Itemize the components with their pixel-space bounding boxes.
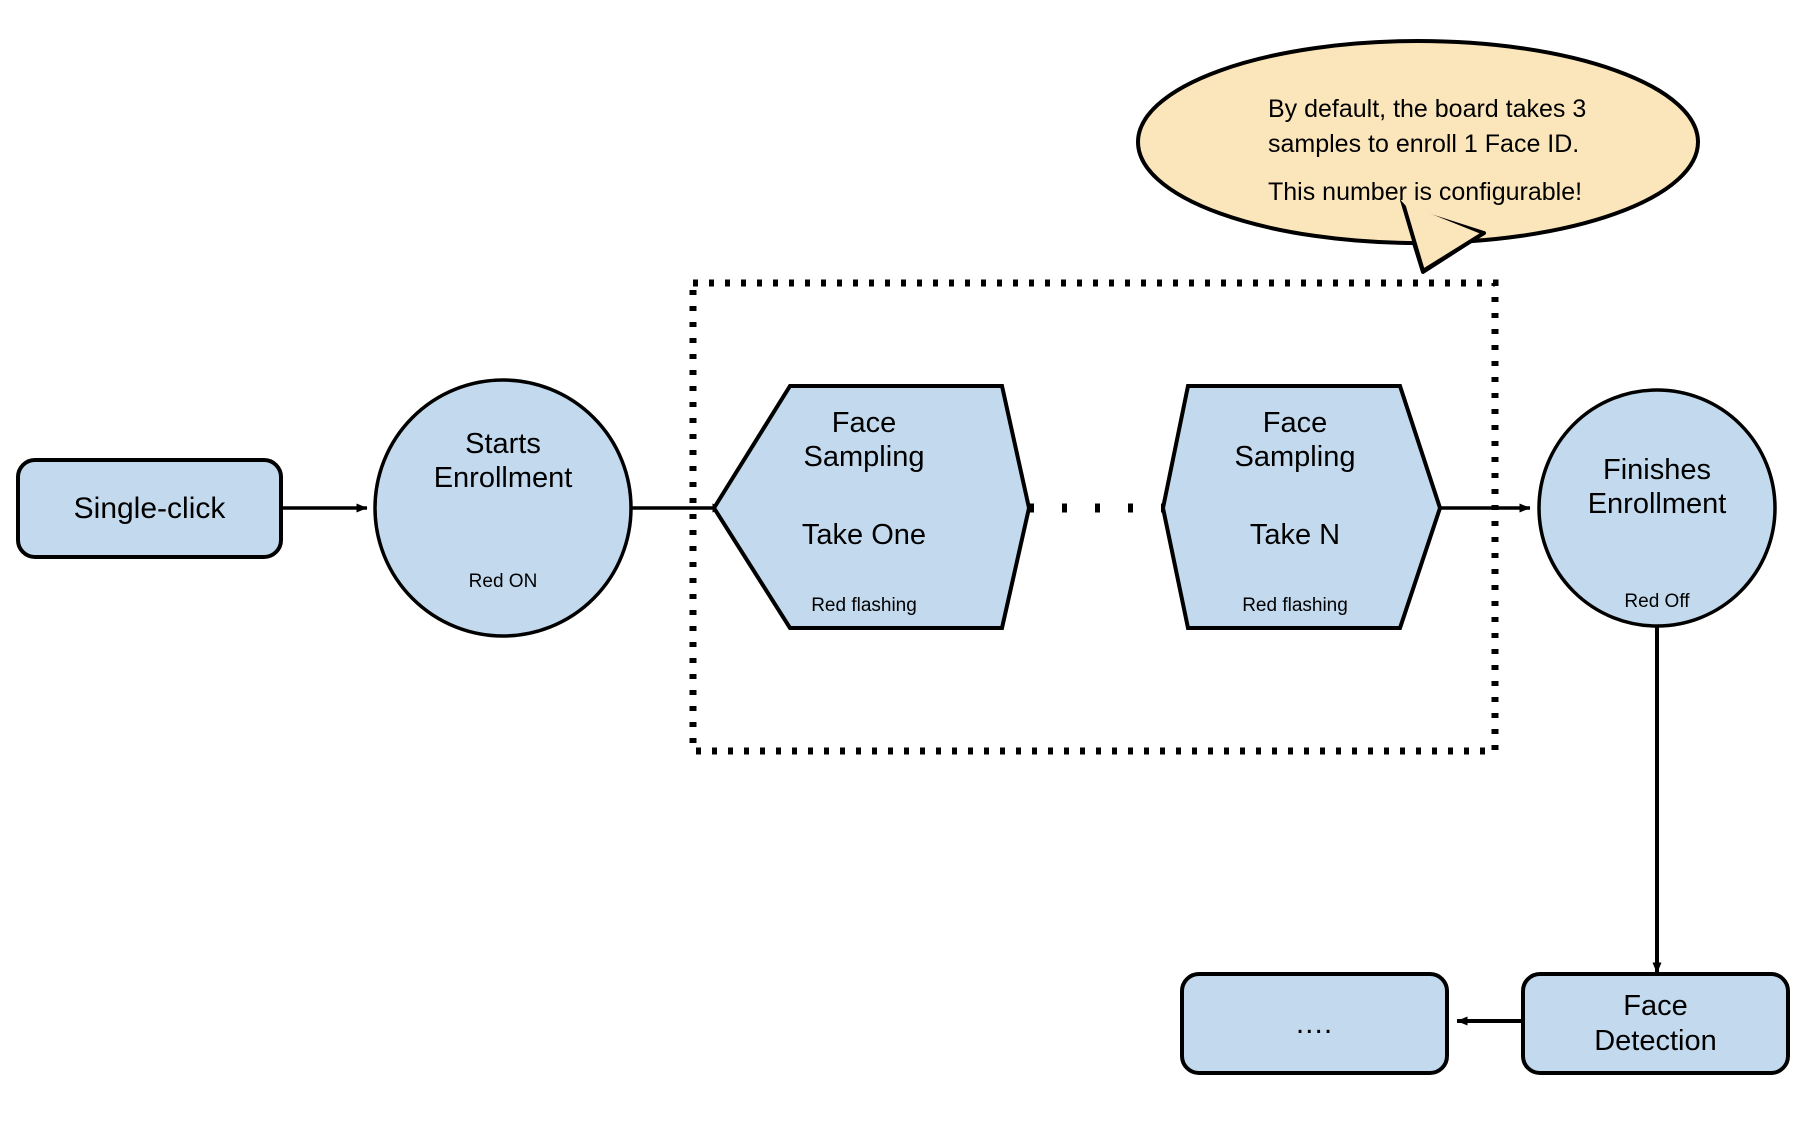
node-face-sampling-n-shape[interactable] [1160,384,1443,630]
node-more-steps-shape[interactable] [1180,972,1449,1075]
node-face-sampling-one-shape[interactable] [711,384,1032,630]
sampling-group-box [689,279,1499,755]
node-starts-enrollment-shape[interactable] [373,378,633,638]
node-finishes-enrollment-shape[interactable] [1537,388,1777,628]
node-face-detection-shape[interactable] [1521,972,1790,1075]
callout-tail-mask [1397,196,1488,231]
node-single-click-shape[interactable] [16,458,283,559]
